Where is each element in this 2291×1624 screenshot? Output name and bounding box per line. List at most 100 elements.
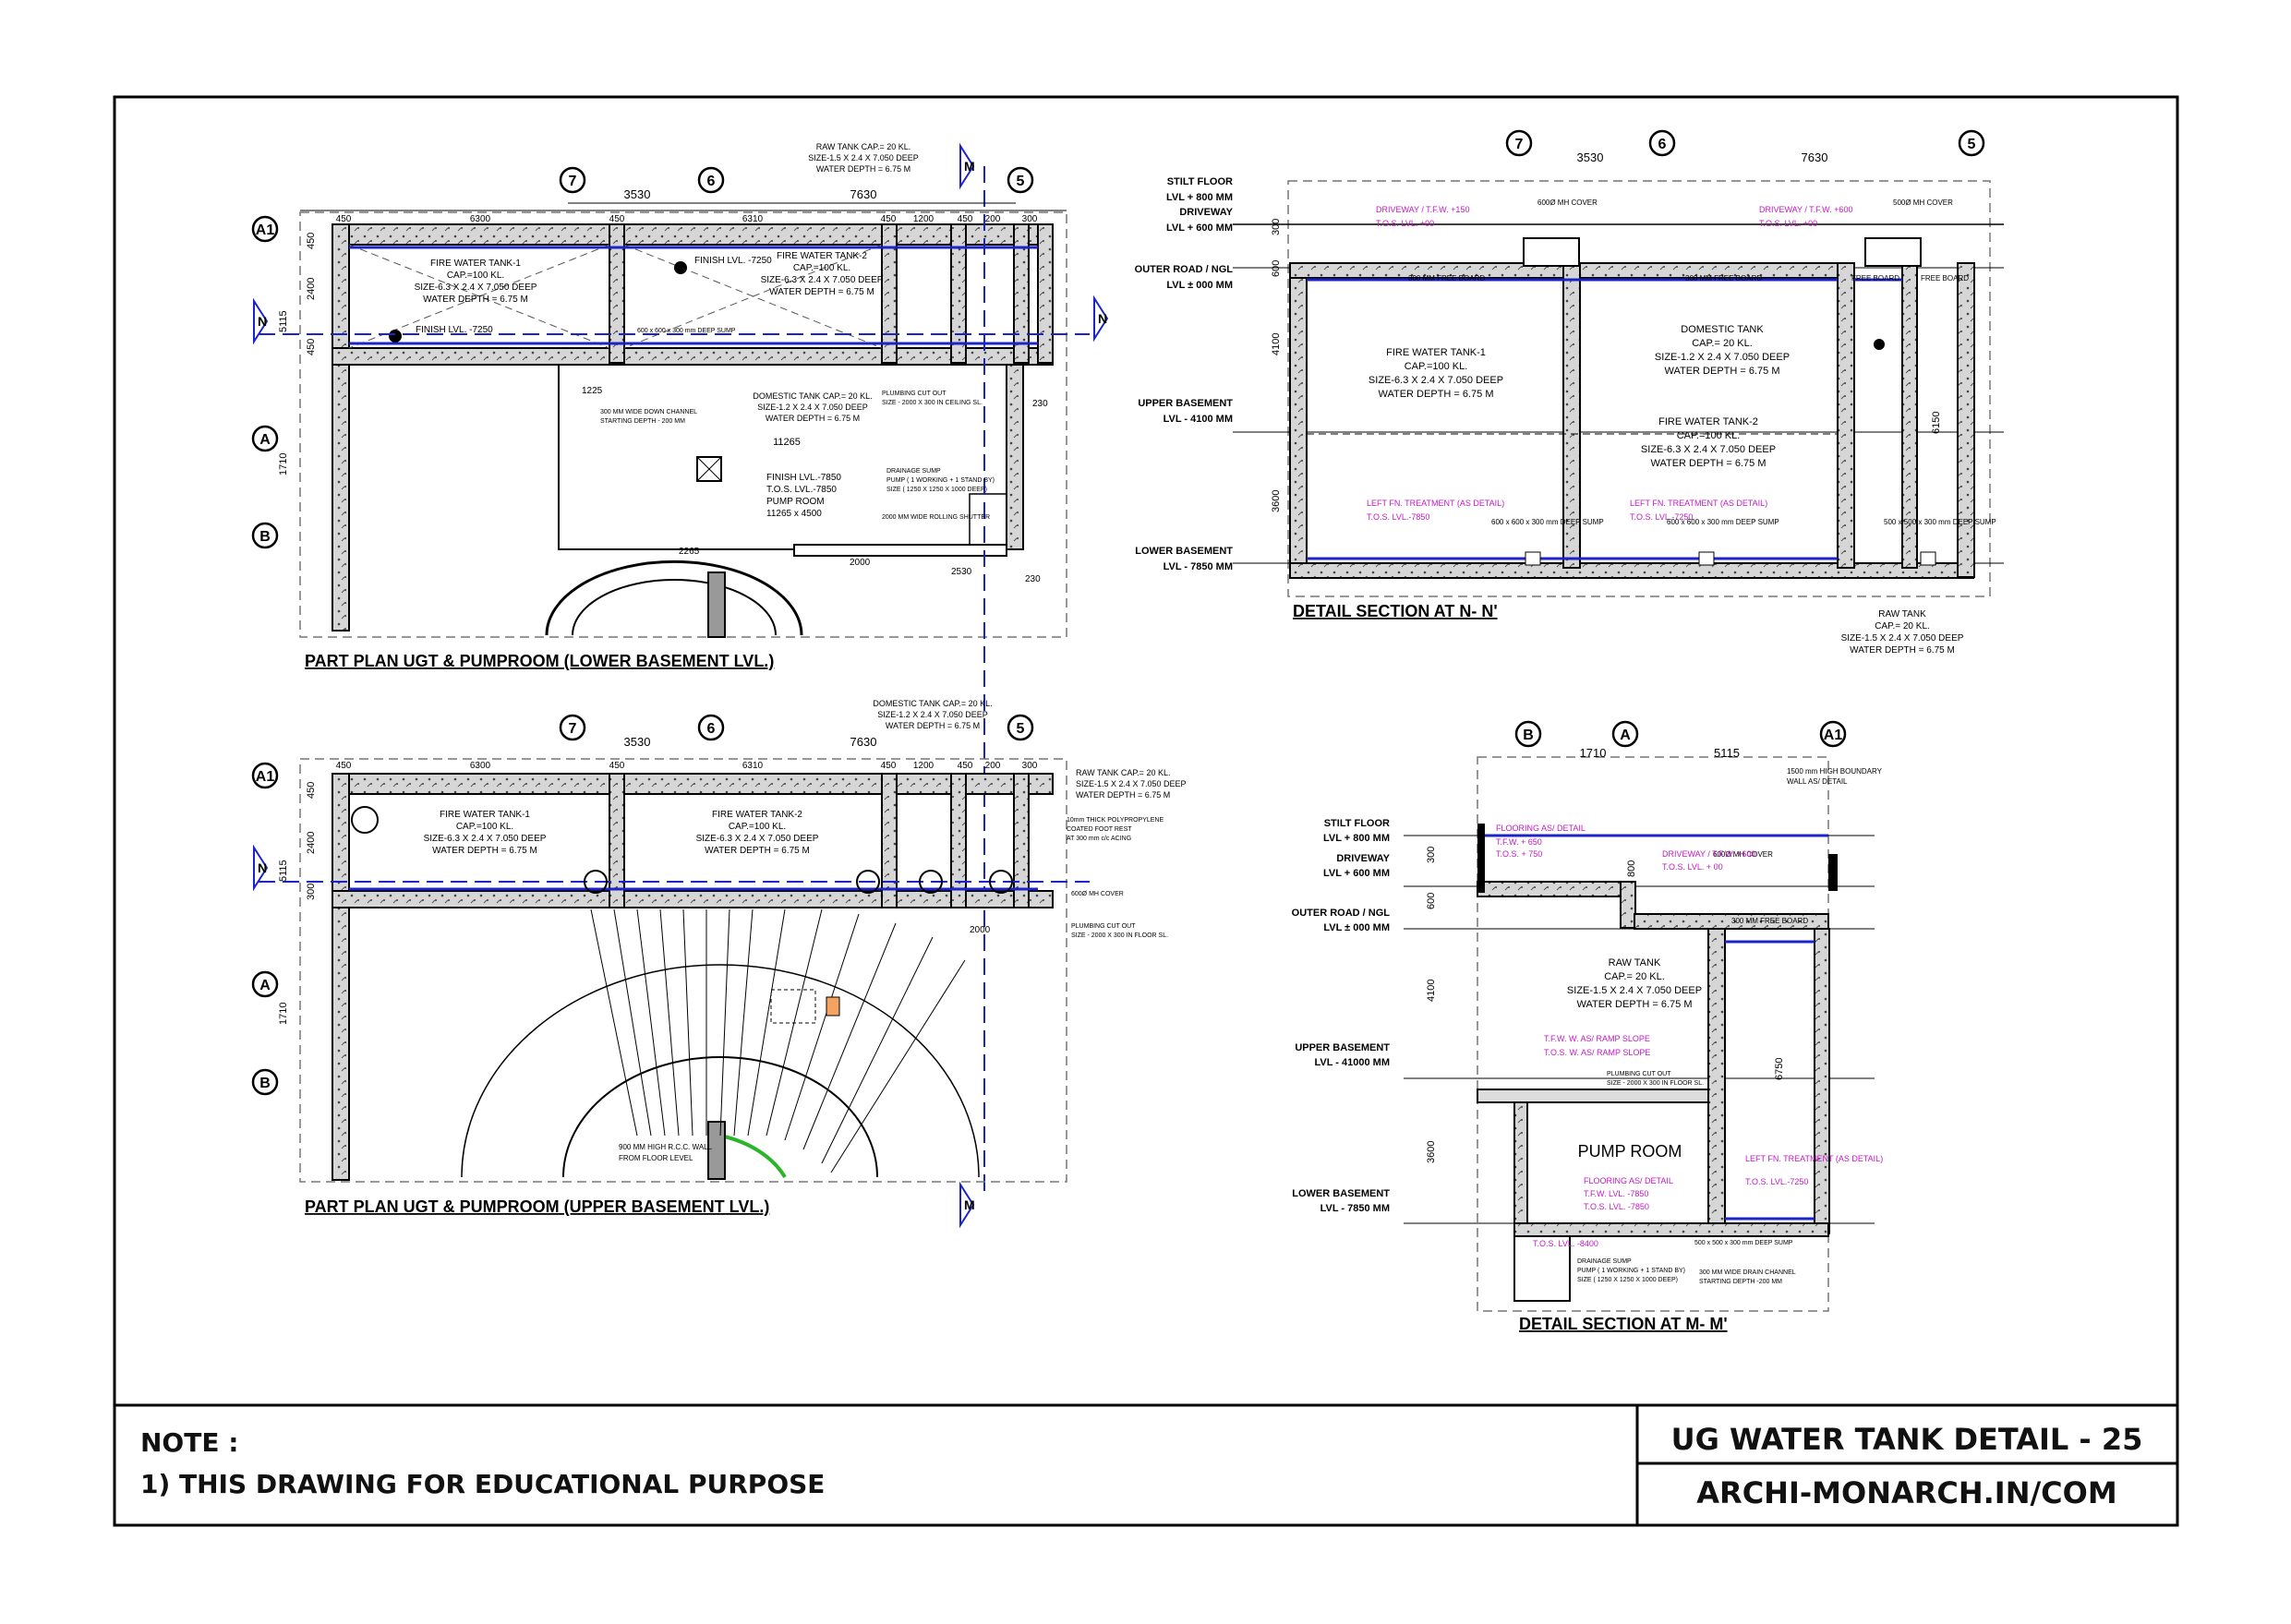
grid-bubble-upper-top-label: 5 bbox=[1017, 721, 1025, 737]
domestic-tank-upper-label: WATER DEPTH = 6.75 M bbox=[886, 721, 980, 730]
level-nn-name: OUTER ROAD / NGL bbox=[1135, 264, 1234, 275]
section-marker-n-left bbox=[253, 297, 269, 345]
tank2-lower-label: SIZE-6.3 X 2.4 X 7.050 DEEP bbox=[761, 275, 884, 285]
dim-upper-sub: 200 bbox=[985, 761, 1001, 771]
level-note-nn: T.O.S. LVL. +00 bbox=[1376, 219, 1434, 228]
level-mm-name: DRIVEWAY bbox=[1336, 853, 1390, 864]
tank1-upper-label: WATER DEPTH = 6.75 M bbox=[432, 846, 537, 856]
tank1-nn-label: SIZE-6.3 X 2.4 X 7.050 DEEP bbox=[1369, 375, 1503, 386]
level-note-mm: T.F.W. + 650 bbox=[1496, 837, 1542, 847]
drainage-mm-note: SIZE ( 1250 X 1250 X 1000 DEEP) bbox=[1577, 1277, 1678, 1283]
dim-nn-vertical: 300 bbox=[1271, 219, 1282, 235]
dim-nn-vertical: 600 bbox=[1271, 260, 1282, 277]
plumbing-mm-note: SIZE - 2000 X 300 IN FLOOR SL. bbox=[1607, 1080, 1704, 1087]
grid-bubble-mm bbox=[1611, 720, 1639, 748]
dim-lower-top: 7630 bbox=[850, 187, 877, 201]
grid-bubble-lower-top-label: 7 bbox=[569, 174, 577, 189]
level-note-mm: T.F.W. W. AS/ RAMP SLOPE bbox=[1544, 1034, 1650, 1043]
wall-upper-note: FROM FLOOR LEVEL bbox=[619, 1154, 693, 1162]
pump-room-lower-label: 11265 x 4500 bbox=[766, 509, 822, 519]
note-title: NOTE : bbox=[140, 1427, 238, 1458]
level-mm-name: STILT FLOOR bbox=[1324, 818, 1390, 829]
raw-mm-label: SIZE-1.5 X 2.4 X 7.050 DEEP bbox=[1567, 985, 1702, 996]
domestic-tank-upper-label: SIZE-1.2 X 2.4 X 7.050 DEEP bbox=[877, 710, 988, 719]
sump-nn: 500 x 500 x 300 mm DEEP SUMP bbox=[1884, 518, 1996, 526]
level-nn-name: UPPER BASEMENT bbox=[1138, 398, 1233, 409]
dim-upper-sub: 300 bbox=[1022, 761, 1038, 771]
grid-bubble-nn bbox=[1505, 129, 1533, 157]
dim-lower-left: 1710 bbox=[278, 453, 289, 475]
dim-pump: 230 bbox=[1025, 574, 1041, 584]
grid-bubble-upper-top-label: 6 bbox=[707, 721, 716, 737]
section-marker-m-top-letter: M bbox=[964, 159, 975, 174]
shutter-lower-note: 2000 MM WIDE ROLLING SHUTTER bbox=[882, 514, 990, 521]
raw-mm-label: RAW TANK bbox=[1609, 957, 1661, 968]
drainage-mm-note: PUMP ( 1 WORKING + 1 STAND BY) bbox=[1577, 1268, 1685, 1274]
dim-nn-vertical: 3600 bbox=[1271, 490, 1282, 512]
level-nn-name: DRIVEWAY bbox=[1179, 207, 1233, 218]
tank2-upper-label: FIRE WATER TANK-2 bbox=[712, 810, 802, 820]
raw-nn-label: CAP.= 20 KL. bbox=[1875, 621, 1930, 632]
dim-mm-vertical: 6750 bbox=[1774, 1058, 1785, 1080]
level-mm-name: LOWER BASEMENT bbox=[1292, 1188, 1390, 1199]
dim-lower-sub: 6310 bbox=[742, 214, 764, 224]
grid-bubble-upper-left-label: A1 bbox=[256, 769, 275, 785]
level-note-nn: DRIVEWAY / T.F.W. +150 bbox=[1376, 205, 1469, 214]
pump-room-mm-label: PUMP ROOM bbox=[1578, 1142, 1682, 1161]
level-note-nn: LEFT FN. TREATMENT (AS DETAIL) bbox=[1367, 499, 1504, 508]
domestic-nn-label: DOMESTIC TANK bbox=[1681, 324, 1764, 335]
section-nn bbox=[1233, 180, 2004, 597]
dim-lower-top: 3530 bbox=[624, 187, 651, 201]
dim-mm-top: 1710 bbox=[1580, 746, 1607, 760]
tank1-lower-label: FIRE WATER TANK-1 bbox=[430, 259, 521, 269]
freeboard-nn: FREE BOARD bbox=[1921, 274, 1969, 283]
grid-bubble-lower-left-label: A1 bbox=[256, 223, 275, 238]
raw-mm-label: CAP.= 20 KL. bbox=[1604, 971, 1665, 982]
plan-lower-basement bbox=[259, 166, 1090, 1191]
domestic-nn-label: CAP.= 20 KL. bbox=[1692, 338, 1753, 349]
dim-pump: 2265 bbox=[679, 547, 700, 557]
dim-upper-left: 300 bbox=[306, 884, 317, 900]
grid-bubble-lower-top bbox=[697, 166, 725, 194]
grid-bubble-lower-left bbox=[251, 215, 279, 243]
section-marker-n-right bbox=[1093, 295, 1109, 343]
channel-mm-note: STARTING DEPTH -200 MM bbox=[1699, 1279, 1782, 1285]
section-marker-m-bottom bbox=[959, 1181, 975, 1229]
drainage-lower-note: PUMP ( 1 WORKING + 1 STAND BY) bbox=[886, 477, 995, 484]
footrest-upper-note: 10mm THICK POLYPROPYLENE bbox=[1067, 817, 1164, 824]
boundary-mm-note: 1500 mm HIGH BOUNDARY bbox=[1787, 767, 1883, 776]
dim-upper-left: 2400 bbox=[306, 832, 317, 854]
grid-bubble-lower-top-label: 6 bbox=[707, 174, 716, 189]
tank2-upper-label: SIZE-6.3 X 2.4 X 7.050 DEEP bbox=[696, 834, 819, 844]
raw-tank-upper-label: RAW TANK CAP.= 20 KL. bbox=[1076, 768, 1170, 777]
level-mm-name: UPPER BASEMENT bbox=[1295, 1042, 1390, 1053]
level-note-mm: T.F.W. LVL. -7850 bbox=[1584, 1189, 1648, 1198]
dim-upper-left: 1710 bbox=[278, 1003, 289, 1025]
drainage-mm-note: DRAINAGE SUMP bbox=[1577, 1258, 1632, 1265]
level-note-mm: DRIVEWAY / T.F.W. +600 bbox=[1662, 849, 1755, 859]
raw-nn-label: SIZE-1.5 X 2.4 X 7.050 DEEP bbox=[1841, 633, 1964, 644]
level-note-mm: T.O.S. LVL.-7250 bbox=[1745, 1177, 1808, 1186]
grid-bubble-mm-label: A bbox=[1620, 728, 1631, 743]
grid-bubble-nn bbox=[1648, 129, 1676, 157]
tank2-lower-label: WATER DEPTH = 6.75 M bbox=[769, 287, 874, 297]
raw-mm-label: WATER DEPTH = 6.75 M bbox=[1577, 999, 1693, 1010]
level-note-mm: FLOORING AS/ DETAIL bbox=[1584, 1176, 1673, 1185]
finish-level-lower: FINISH LVL. -7250 bbox=[416, 325, 493, 335]
level-mm-value: LVL + 800 MM bbox=[1323, 833, 1390, 844]
raw-nn-label: RAW TANK bbox=[1878, 609, 1926, 620]
dim-mm-vertical: 600 bbox=[1426, 893, 1437, 909]
plumbing-mm-note: PLUMBING CUT OUT bbox=[1607, 1071, 1671, 1077]
plumbing-upper-note: PLUMBING CUT OUT bbox=[1071, 923, 1136, 930]
plan-upper-basement bbox=[259, 758, 1090, 1183]
domestic-nn-label: SIZE-1.2 X 2.4 X 7.050 DEEP bbox=[1655, 352, 1790, 363]
pump-room-lower-label: PUMP ROOM bbox=[766, 497, 825, 507]
grid-bubble-mm bbox=[1514, 720, 1542, 748]
dim-upper-sub: 6310 bbox=[742, 761, 764, 771]
dim-mm-top: 5115 bbox=[1714, 746, 1740, 760]
channel-lower-note: STARTING DEPTH - 200 MM bbox=[600, 418, 685, 425]
tank1-nn-label: FIRE WATER TANK-1 bbox=[1386, 347, 1486, 358]
dim-lower-sub: 6300 bbox=[470, 214, 491, 224]
dim-lower-left: 2400 bbox=[306, 278, 317, 300]
